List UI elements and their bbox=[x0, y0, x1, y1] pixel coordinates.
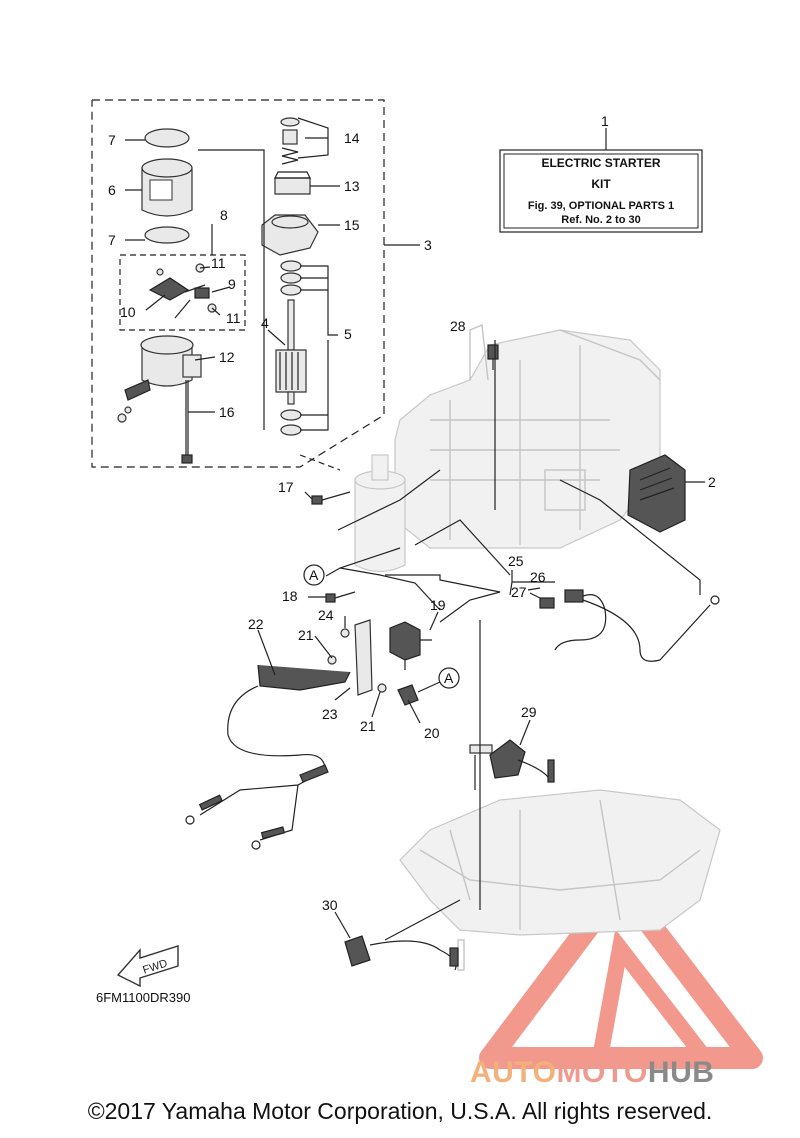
callout-11b: 11 bbox=[226, 310, 241, 326]
kit-label-box bbox=[499, 149, 703, 233]
callout-14: 14 bbox=[344, 130, 360, 146]
copyright-notice: ©2017 Yamaha Motor Corporation, U.S.A. A… bbox=[87, 1098, 713, 1124]
callout-6: 6 bbox=[108, 182, 116, 198]
kit-ref-no: Ref. No. 2 to 30 bbox=[561, 214, 640, 226]
kit-title: ELECTRIC STARTER bbox=[541, 156, 660, 170]
brush-kit-boundary bbox=[119, 254, 246, 331]
callout-9: 9 bbox=[228, 276, 236, 292]
watermark-logo-icon bbox=[479, 874, 763, 1069]
watermark-auto: AUTO bbox=[470, 1056, 557, 1089]
callout-15: 15 bbox=[344, 217, 360, 233]
callout-21b: 21 bbox=[360, 718, 376, 734]
starter-relay bbox=[389, 621, 432, 670]
callout-11a: 11 bbox=[211, 255, 226, 271]
kit-fig-ref: Fig. 39, OPTIONAL PARTS 1 bbox=[528, 200, 674, 212]
callout-22: 22 bbox=[248, 616, 264, 632]
sensor-plug bbox=[344, 935, 459, 971]
kit-subtitle: KIT bbox=[591, 177, 611, 191]
reference-marker-a2: A bbox=[438, 667, 460, 689]
armature bbox=[275, 299, 307, 405]
washer-set-upper bbox=[280, 260, 302, 296]
callout-16: 16 bbox=[219, 404, 235, 420]
callout-19: 19 bbox=[430, 597, 446, 613]
callout-30: 30 bbox=[322, 897, 338, 913]
callout-29: 29 bbox=[521, 704, 537, 720]
leader-lines bbox=[125, 117, 705, 941]
starter-motor bbox=[354, 454, 406, 573]
callout-8: 8 bbox=[220, 207, 228, 223]
svg-text:A: A bbox=[309, 567, 319, 583]
relay-bracket bbox=[327, 619, 373, 696]
starter-pinion-set bbox=[274, 117, 311, 195]
svg-text:A: A bbox=[444, 670, 454, 686]
through-bolt bbox=[181, 380, 193, 464]
front-bracket bbox=[261, 214, 319, 256]
callout-3: 3 bbox=[424, 237, 432, 253]
callout-4: 4 bbox=[261, 315, 269, 331]
starter-kit-boundary bbox=[91, 99, 385, 468]
rear-cover bbox=[117, 335, 202, 423]
callout-1: 1 bbox=[601, 113, 609, 129]
bolt bbox=[311, 491, 351, 505]
callout-7a: 7 bbox=[108, 132, 116, 148]
fuse-holder bbox=[377, 683, 419, 706]
diagram-code: 6FM1100DR390 bbox=[96, 990, 190, 1005]
brush-holder-assembly bbox=[148, 263, 217, 319]
reference-marker-a1: A bbox=[303, 564, 325, 586]
fwd-arrow-icon bbox=[116, 945, 179, 988]
callout-24: 24 bbox=[318, 607, 334, 623]
neutral-switch bbox=[469, 739, 555, 790]
watermark-hub: HUB bbox=[647, 1056, 715, 1089]
callout-28: 28 bbox=[450, 318, 466, 334]
watermark-text: AUTOMOTOHUB bbox=[470, 1056, 714, 1090]
battery-cable bbox=[185, 664, 351, 850]
callout-7b: 7 bbox=[108, 232, 116, 248]
callout-5: 5 bbox=[344, 326, 352, 342]
callout-18: 18 bbox=[282, 588, 298, 604]
callout-labels: 1 2 3 4 5 6 7 7 8 9 10 11 11 12 13 14 15… bbox=[108, 113, 716, 913]
watermark-moto: MOTO bbox=[556, 1056, 648, 1089]
callout-27: 27 bbox=[511, 584, 527, 600]
yoke-assembly bbox=[141, 128, 193, 244]
callout-17: 17 bbox=[278, 479, 294, 495]
connector bbox=[487, 344, 499, 370]
callout-10: 10 bbox=[120, 304, 136, 320]
bolt bbox=[325, 591, 356, 603]
callout-21a: 21 bbox=[298, 627, 314, 643]
callout-23: 23 bbox=[322, 706, 338, 722]
callout-2: 2 bbox=[708, 474, 716, 490]
callout-12: 12 bbox=[219, 349, 235, 365]
callout-13: 13 bbox=[344, 178, 360, 194]
callout-26: 26 bbox=[530, 569, 546, 585]
callout-25: 25 bbox=[508, 553, 524, 569]
wire-harness bbox=[527, 587, 720, 662]
rectifier-regulator bbox=[627, 454, 686, 533]
engine-block bbox=[394, 323, 661, 549]
washer-set-lower bbox=[280, 409, 302, 436]
callout-20: 20 bbox=[424, 725, 440, 741]
